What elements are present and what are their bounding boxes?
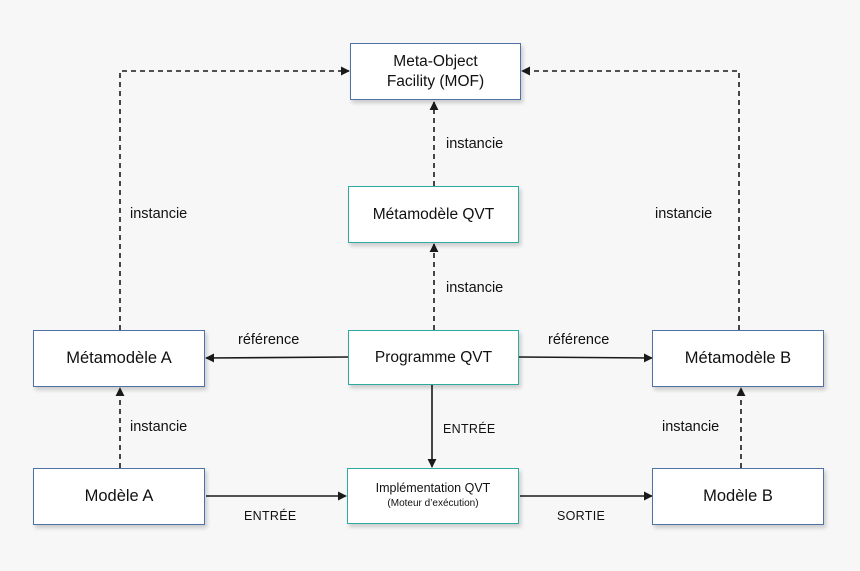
node-metamodel-qvt-label: Métamodèle QVT bbox=[372, 205, 495, 223]
label-instancie-mof: instancie bbox=[446, 136, 504, 152]
label-entree-program: ENTRÉE bbox=[443, 422, 496, 436]
edge-metamodel-a-to-mof bbox=[119, 66, 350, 330]
node-metamodel-a-label: Métamodèle A bbox=[66, 349, 172, 368]
node-impl-qvt[interactable]: Implémentation QVT (Moteur d’exécution) bbox=[347, 468, 519, 524]
label-reference-left: référence bbox=[238, 332, 300, 348]
label-instancie-metamodel-qvt: instancie bbox=[446, 280, 504, 296]
label-instancie-left: instancie bbox=[130, 206, 188, 222]
node-mof-label: Meta-Object Facility (MOF) bbox=[386, 53, 485, 90]
node-metamodel-b-label: Métamodèle B bbox=[684, 349, 792, 368]
label-instancie-model-b: instancie bbox=[662, 419, 720, 435]
node-mof[interactable]: Meta-Object Facility (MOF) bbox=[350, 43, 521, 100]
node-model-a[interactable]: Modèle A bbox=[33, 468, 205, 525]
node-metamodel-qvt[interactable]: Métamodèle QVT bbox=[348, 186, 519, 243]
label-instancie-model-a: instancie bbox=[130, 419, 188, 435]
label-reference-right: référence bbox=[548, 332, 610, 348]
node-metamodel-b[interactable]: Métamodèle B bbox=[652, 330, 824, 387]
label-entree-model-a: ENTRÉE bbox=[244, 509, 297, 523]
node-model-a-label: Modèle A bbox=[84, 487, 154, 506]
node-program-qvt-label: Programme QVT bbox=[374, 348, 493, 366]
node-metamodel-a[interactable]: Métamodèle A bbox=[33, 330, 205, 387]
label-sortie: SORTIE bbox=[557, 509, 606, 523]
node-program-qvt[interactable]: Programme QVT bbox=[348, 330, 519, 385]
node-model-b[interactable]: Modèle B bbox=[652, 468, 824, 525]
edge-metamodel-b-to-mof bbox=[521, 66, 740, 330]
node-impl-qvt-sublabel: (Moteur d’exécution) bbox=[387, 498, 479, 510]
edge-program-qvt-to-metamodel-a bbox=[205, 353, 349, 363]
edge-program-qvt-to-metamodel-b bbox=[518, 353, 653, 363]
node-model-b-label: Modèle B bbox=[703, 487, 773, 506]
label-instancie-right: instancie bbox=[655, 206, 713, 222]
node-impl-qvt-label: Implémentation QVT bbox=[375, 481, 491, 496]
